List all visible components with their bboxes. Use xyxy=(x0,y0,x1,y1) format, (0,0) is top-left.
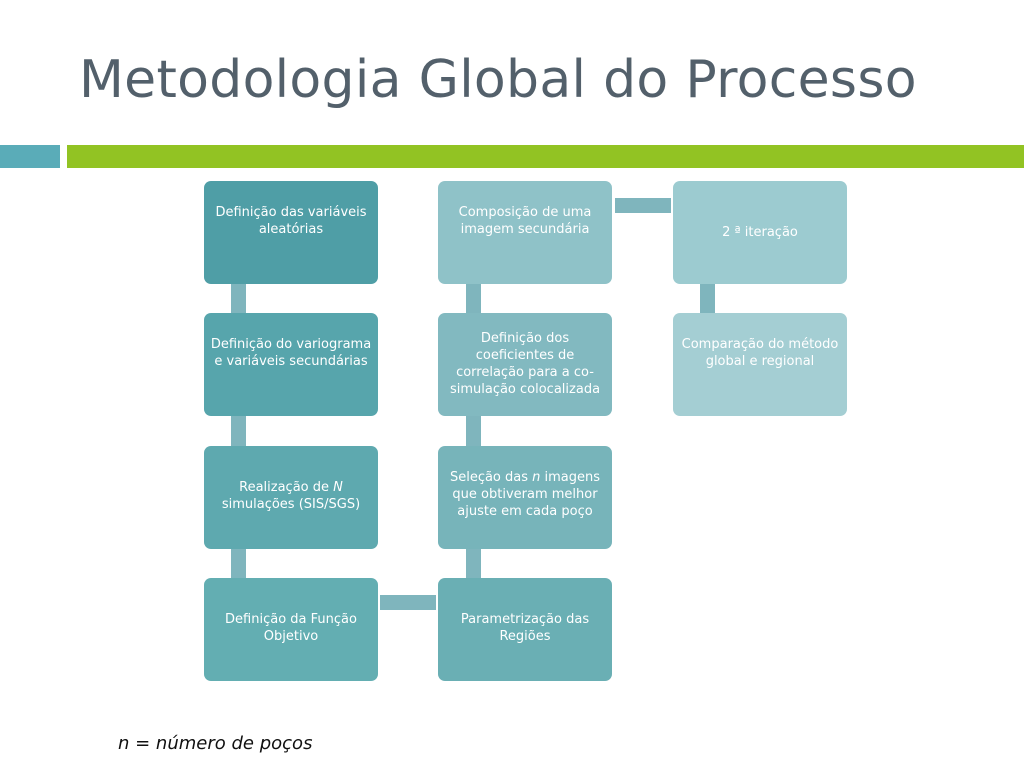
connector-c1-3-4 xyxy=(231,548,246,578)
accent-bar-blue xyxy=(0,145,60,168)
box-definicao-variaveis-aleatorias: Definição das variáveis aleatórias xyxy=(204,181,378,284)
box-comparacao-global-regional: Comparação do método global e regional xyxy=(673,313,847,416)
box-label: Definição dos coeficientes de correlação… xyxy=(449,331,601,397)
box-definicao-coeficientes-correlacao: Definição dos coeficientes de correlação… xyxy=(438,313,612,416)
connector-c2-to-c3 xyxy=(615,198,671,213)
connector-c2-3-2 xyxy=(466,416,481,446)
box-composicao-imagem-secundaria: Composição de uma imagem secundária xyxy=(438,181,612,284)
footnote: n = número de poços xyxy=(118,733,313,754)
box-parametrizacao-regioes: Parametrização das Regiões xyxy=(438,578,612,681)
accent-bar-green xyxy=(67,145,1024,168)
slide-title: Metodologia Global do Processo xyxy=(79,50,917,110)
box-label: Definição das variáveis aleatórias xyxy=(215,205,367,237)
box-definicao-funcao-objetivo: Definição da Função Objetivo xyxy=(204,578,378,681)
connector-c1-1-2 xyxy=(231,284,246,314)
connector-c1-2-3 xyxy=(231,416,246,446)
connector-c1-to-c2 xyxy=(380,595,436,610)
box-label: Composição de uma imagem secundária xyxy=(458,205,592,237)
box-segunda-iteracao: 2 ª iteração xyxy=(673,181,847,284)
box-label: 2 ª iteração xyxy=(722,225,798,240)
box-label: Comparação do método global e regional xyxy=(681,337,839,369)
box-label: Definição do variograma e variáveis secu… xyxy=(210,337,372,369)
connector-c3-1-2 xyxy=(700,284,715,314)
connector-c2-4-3 xyxy=(466,548,481,578)
box-label: Realização de N simulações (SIS/SGS) xyxy=(221,480,361,512)
box-label: Parametrização das Regiões xyxy=(460,612,590,644)
box-selecao-imagens: Seleção das n imagens que obtiveram melh… xyxy=(438,446,612,549)
box-label: Seleção das n imagens que obtiveram melh… xyxy=(449,470,601,519)
box-definicao-variograma: Definição do variograma e variáveis secu… xyxy=(204,313,378,416)
box-realizacao-simulacoes: Realização de N simulações (SIS/SGS) xyxy=(204,446,378,549)
connector-c2-2-1 xyxy=(466,284,481,314)
box-label: Definição da Função Objetivo xyxy=(225,612,357,644)
